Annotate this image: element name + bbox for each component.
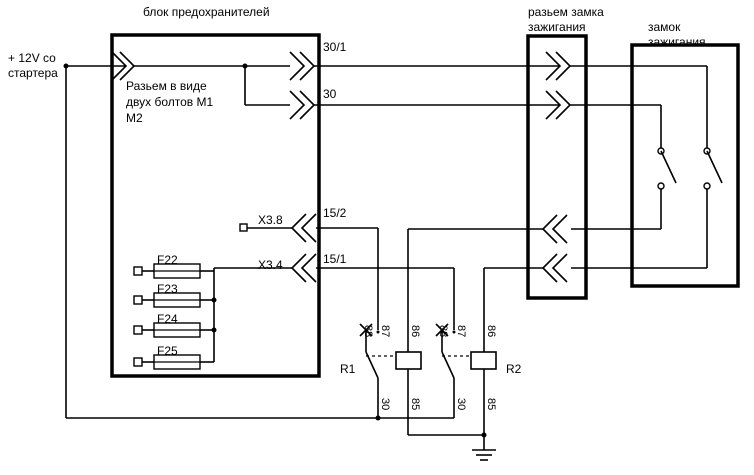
fuse-block-title: блок предохранителей xyxy=(143,5,270,19)
pin-x38-label: X3.8 xyxy=(258,213,283,227)
conn-151-a xyxy=(290,253,307,283)
fuse-f22-label: F22 xyxy=(157,253,178,267)
r2-87a-cross-2 xyxy=(435,323,449,337)
conn-151-b xyxy=(300,253,317,283)
conn-152-a xyxy=(290,213,307,243)
r2-label: R2 xyxy=(506,362,522,376)
r2-pin-86: 86 xyxy=(485,325,497,337)
bolts-label-1: Разьем в виде xyxy=(126,79,207,93)
conn-ign-4a xyxy=(541,253,558,283)
r1-pin-86: 86 xyxy=(409,325,421,337)
r1-coil xyxy=(395,351,422,370)
r1-pin-88: 88 xyxy=(362,325,374,337)
pin-15-1-label: 15/1 xyxy=(323,252,347,266)
ignition-switch-title-1: замок xyxy=(648,20,681,34)
conn-ign-2a xyxy=(545,90,562,120)
starter-label-1: + 12V со xyxy=(8,51,56,65)
conn-ign-1a xyxy=(545,51,562,81)
ignition-switch-box xyxy=(630,43,740,288)
switch-contact-2-bot xyxy=(657,182,665,190)
conn-ign-4b xyxy=(551,253,568,283)
pin-x34-label: X3.4 xyxy=(258,258,283,272)
fuse-f23-label: F23 xyxy=(157,282,178,296)
terminal-f25 xyxy=(133,357,143,367)
r1-pin-87: 87 xyxy=(379,325,391,337)
r2-pin-30: 30 xyxy=(455,398,467,410)
pin-30-1-label: 30/1 xyxy=(323,40,347,54)
conn-ign-3a xyxy=(541,214,558,244)
fuse-f25-label: F25 xyxy=(157,344,178,358)
r1-87a-cross-2 xyxy=(359,323,373,337)
terminal-f23 xyxy=(133,295,143,305)
fuse-f24-label: F24 xyxy=(157,312,178,326)
r2-pin-87: 87 xyxy=(455,325,467,337)
arrow-in-1 xyxy=(111,51,128,81)
terminal-f24 xyxy=(133,325,143,335)
switch-blade-2 xyxy=(660,150,677,184)
conn-152-b xyxy=(300,213,317,243)
ignition-connector-title-2: зажигания xyxy=(528,20,586,34)
r2-coil xyxy=(470,351,497,370)
conn-30-a xyxy=(289,90,306,120)
pin-30-label: 30 xyxy=(323,87,337,101)
conn-301-a xyxy=(289,51,306,81)
conn-30-b xyxy=(299,90,316,120)
ignition-switch-title-2: зажигания xyxy=(648,35,706,49)
switch-contact-1-bot xyxy=(703,182,711,190)
r1-label: R1 xyxy=(340,362,356,376)
r1-87-contact xyxy=(376,330,380,334)
switch-blade-1 xyxy=(706,150,723,184)
starter-label-2: стартера xyxy=(8,66,58,80)
pin-15-2-label: 15/2 xyxy=(323,206,347,220)
r2-87-contact xyxy=(452,330,456,334)
bolts-label-3: М2 xyxy=(126,111,143,125)
terminal-x38 xyxy=(239,223,248,232)
ignition-connector-box xyxy=(526,34,588,300)
bolts-label-2: двух болтов М1 xyxy=(126,95,213,109)
r1-pin-30: 30 xyxy=(379,398,391,410)
conn-301-b xyxy=(299,51,316,81)
conn-ign-3b xyxy=(551,214,568,244)
terminal-f22 xyxy=(133,266,143,276)
r2-pin-85: 85 xyxy=(485,398,497,410)
fuse-block-box xyxy=(110,33,321,378)
r1-pin-85: 85 xyxy=(409,398,421,410)
r2-pin-88: 88 xyxy=(437,325,449,337)
ignition-connector-title-1: разьем замка xyxy=(528,5,604,19)
